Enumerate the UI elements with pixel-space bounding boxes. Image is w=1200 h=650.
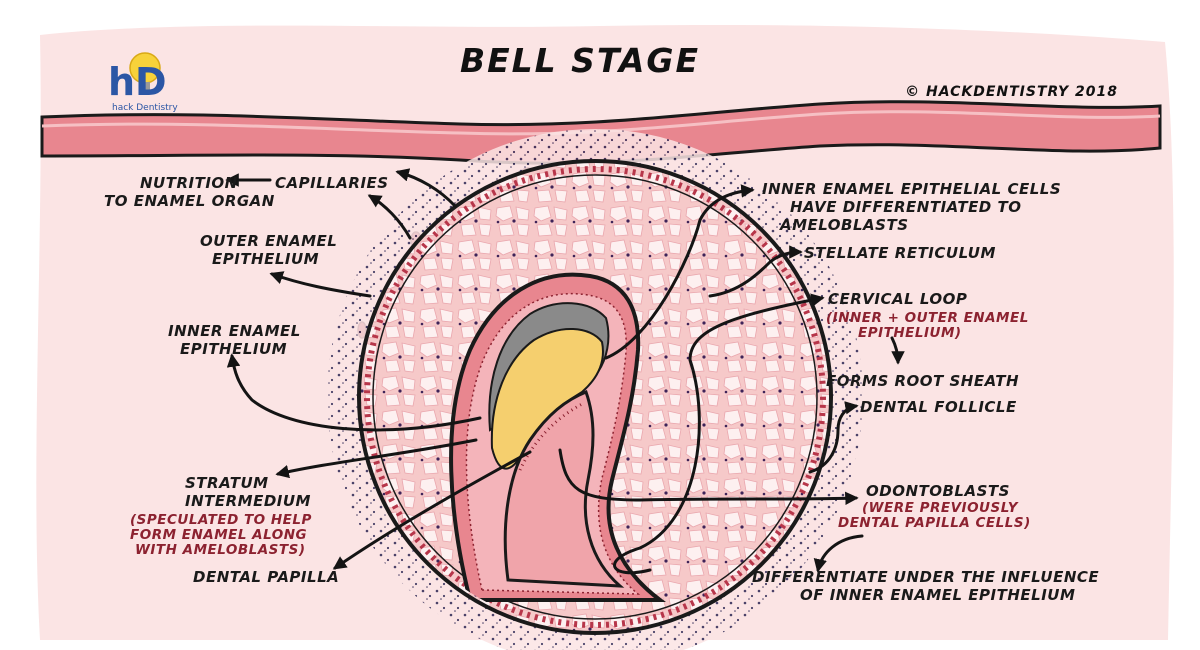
band-inner-line [41,110,1161,136]
page-title: BELL STAGE [460,41,700,80]
logo-mark: hD [108,60,167,104]
tooth-germ [449,272,666,602]
dental-papilla [503,390,625,588]
label-dental-papilla: DENTAL PAPILLA [193,568,339,586]
label-cervical-loop: CERVICAL LOOP [828,290,967,308]
outer-epithelium-inner-line [372,174,818,620]
label-ameloblasts: INNER ENAMEL EPITHELIAL CELLS HAVE DIFFE… [762,180,1067,234]
label-outer-enamel-epithelium: OUTER ENAMEL EPITHELIUM [200,232,343,268]
note-odontoblasts: (WERE PREVIOUSLY DENTAL PAPILLA CELLS) [838,500,1031,531]
label-dental-follicle: DENTAL FOLLICLE [860,398,1017,416]
label-stellate-reticulum: STELLATE RETICULUM [804,244,996,262]
label-odontoblasts: ODONTOBLASTS [866,482,1010,500]
copyright: © HACKDENTISTRY 2018 [905,84,1118,100]
label-stratum-intermedium: STRATUM INTERMEDIUM [185,474,311,510]
arrows [225,168,905,575]
label-forms-root-sheath: FORMS ROOT SHEATH [826,372,1019,390]
logo-caption: hack Dentistry [112,103,178,113]
label-capillaries: CAPILLARIES [275,174,389,192]
label-differentiate: DIFFERENTIATE UNDER THE INFLUENCE OF INN… [752,568,1105,604]
note-stratum-intermedium: (SPECULATED TO HELP FORM ENAMEL ALONG WI… [130,512,317,558]
label-nutrition: NUTRITION TO ENAMEL ORGAN [104,174,275,210]
outer-epithelium-cell-row [364,166,826,628]
hackdentistry-logo: hD hack Dentistry [108,52,178,113]
label-inner-enamel-epithelium: INNER ENAMEL EPITHELIUM [168,322,307,358]
note-cervical-loop: (INNER + OUTER ENAMEL EPITHELIUM) [826,310,1034,341]
